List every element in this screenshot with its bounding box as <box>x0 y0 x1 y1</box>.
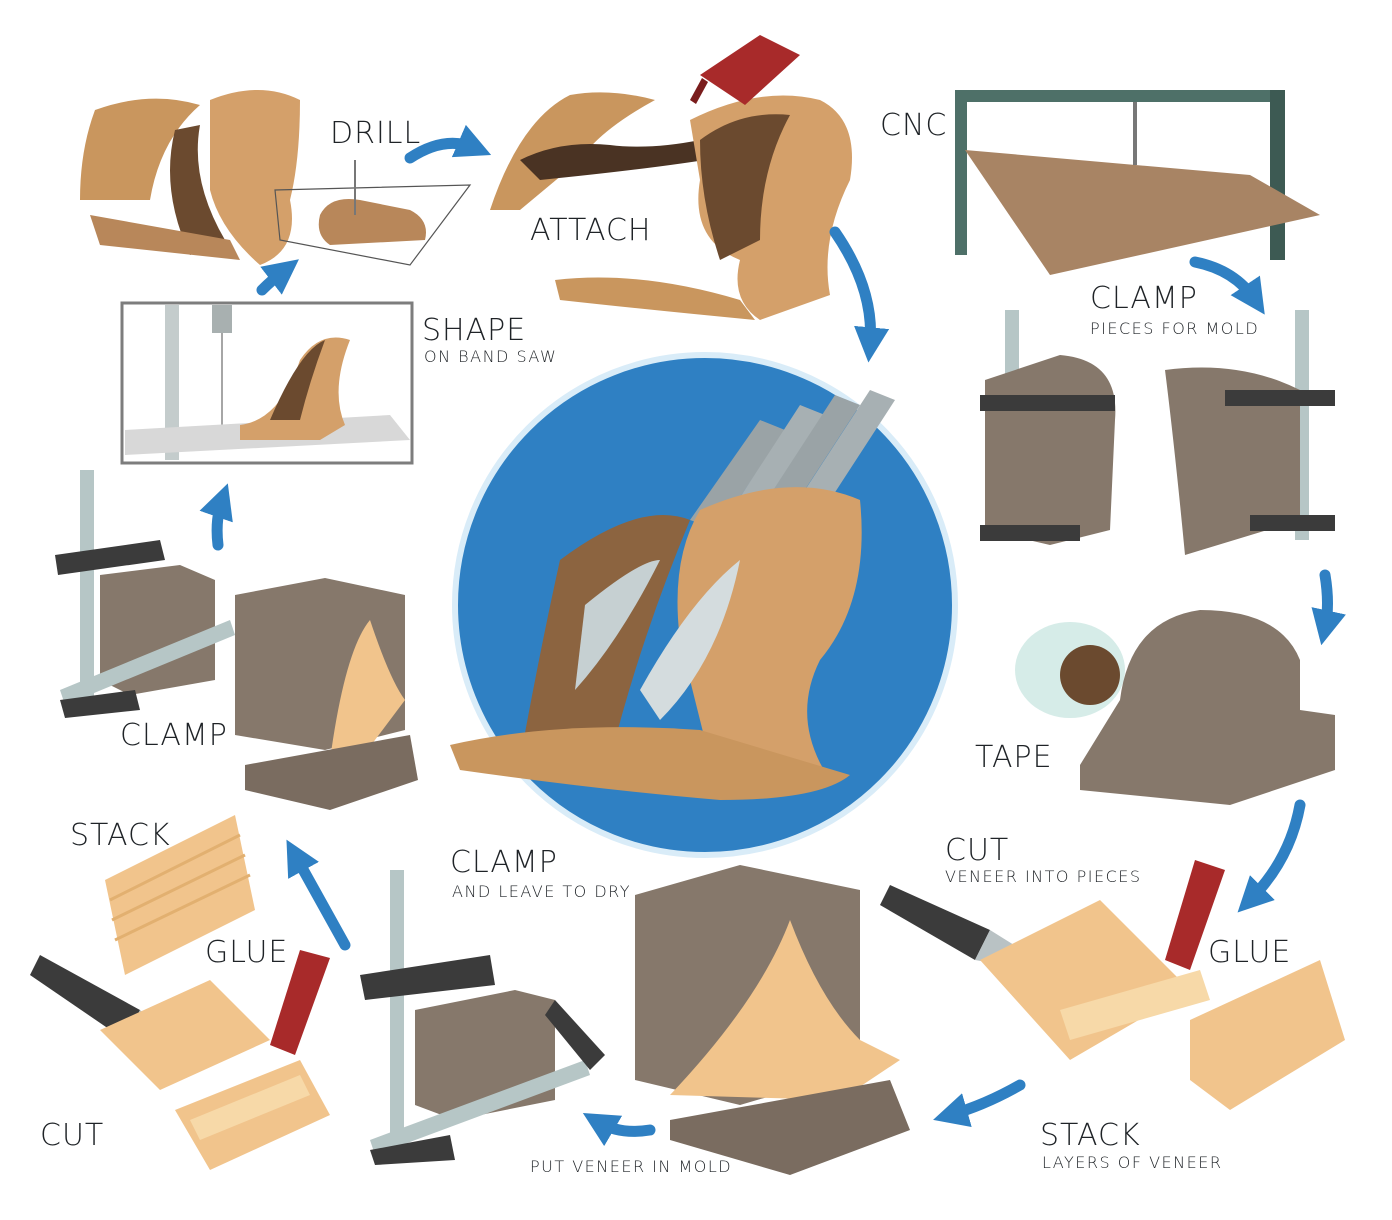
clamp-icon <box>55 470 235 718</box>
clamp-mold-sublabel: PIECES FOR MOLD <box>1090 319 1259 338</box>
center-knife-block-illustration <box>450 355 955 855</box>
arrow-icon <box>1250 805 1300 900</box>
arrow-icon <box>835 232 871 345</box>
arrow-icon <box>598 1122 650 1131</box>
tape-roll-icon <box>1015 622 1125 718</box>
arrow-icon <box>217 500 222 545</box>
arrow-icon <box>950 1085 1020 1115</box>
cut-veneer-sublabel: VENEER INTO PIECES <box>945 867 1142 886</box>
clamp-mold-label: CLAMP <box>1090 281 1198 316</box>
cnc-label: CNC <box>880 108 947 143</box>
glue-right-label: GLUE <box>1208 935 1291 970</box>
drill-label: DRILL <box>330 116 421 151</box>
mold-with-veneer-illustration <box>635 865 910 1175</box>
veneer-pieces-right <box>980 900 1345 1110</box>
glue-left-label: GLUE <box>205 935 288 970</box>
stack-right-label: STACK <box>1040 1118 1141 1153</box>
clamp-mold-illustration <box>980 310 1335 555</box>
shape-sublabel: ON BAND SAW <box>424 347 557 366</box>
cut-left-label: CUT <box>40 1118 104 1153</box>
clamp-left-label: CLAMP <box>120 718 228 753</box>
band-saw-icon <box>122 303 412 463</box>
cut-veneer-label: CUT <box>945 833 1009 868</box>
stack-right-sublabel: LAYERS OF VENEER <box>1042 1153 1222 1172</box>
left-mold-illustration <box>235 578 418 810</box>
attach-label: ATTACH <box>530 213 652 248</box>
clamp-icon <box>360 870 605 1165</box>
clamp-dry-label: CLAMP <box>450 845 558 880</box>
cnc-machine-icon <box>955 90 1320 275</box>
arrow-icon <box>295 855 345 945</box>
arrow-icon <box>1325 575 1328 628</box>
tape-mold-illustration <box>1080 610 1335 805</box>
glue-bottle-icon <box>690 35 800 105</box>
put-veneer-label: PUT VENEER IN MOLD <box>530 1157 732 1176</box>
arrow-icon <box>1195 262 1255 300</box>
shape-label: SHAPE <box>422 313 526 348</box>
attach-step-illustration <box>490 92 852 320</box>
stack-left-label: STACK <box>70 818 171 853</box>
clamp-dry-sublabel: AND LEAVE TO DRY <box>452 882 631 901</box>
tape-label: TAPE <box>975 740 1053 775</box>
arrow-icon <box>262 270 285 290</box>
